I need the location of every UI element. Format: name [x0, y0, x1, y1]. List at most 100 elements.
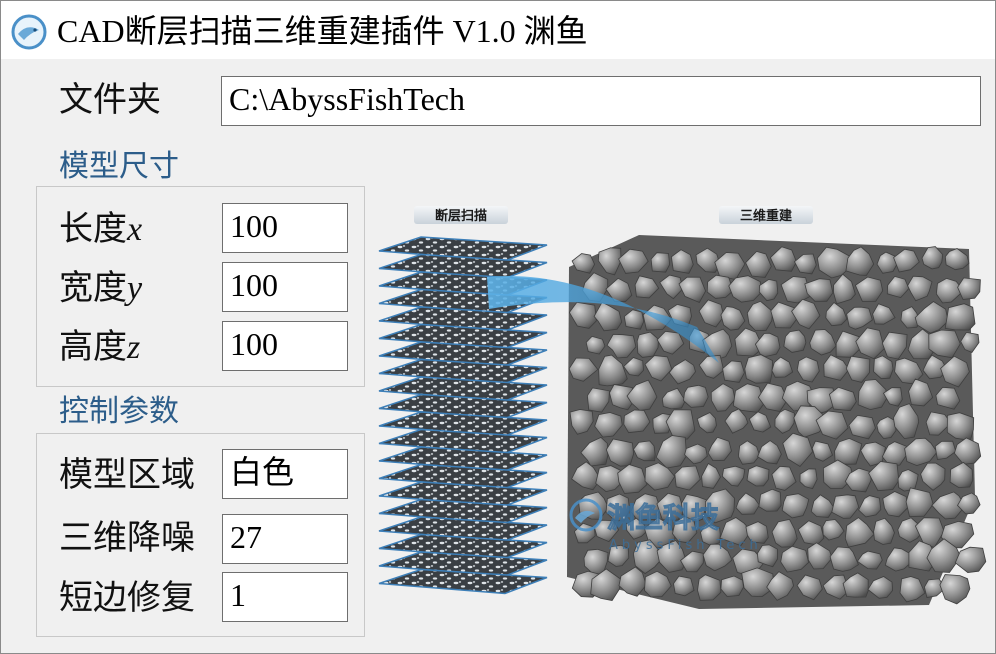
rock-particle [706, 274, 734, 299]
rock-particle [644, 355, 673, 382]
rock-particle [856, 550, 883, 570]
edge-fix-input[interactable]: 1 [222, 572, 348, 622]
rock-particle [679, 550, 704, 573]
rock-particle [754, 332, 781, 358]
ct-slice [378, 568, 548, 595]
rock-particle [934, 440, 957, 461]
region-select[interactable]: 白色 [222, 449, 348, 499]
rock-particle [571, 253, 596, 274]
rock-particle [900, 306, 921, 329]
height-input[interactable]: 100 [222, 321, 348, 371]
rock-particle [618, 566, 647, 597]
rock-particle [580, 436, 609, 467]
rock-particle [758, 488, 782, 512]
width-input[interactable]: 100 [222, 262, 348, 312]
rock-particle [944, 248, 970, 271]
rock-particle [908, 378, 934, 407]
rock-particle [684, 443, 708, 465]
rock-particle [598, 354, 628, 387]
rock-particle [617, 464, 648, 494]
rock-particle [597, 247, 622, 276]
denoise-label: 三维降噪 [59, 520, 195, 557]
rock-particle [623, 309, 645, 330]
rock-particle [935, 277, 965, 304]
rock-particle [882, 491, 909, 518]
control-params-groupbox [36, 433, 365, 637]
rock-particle [636, 331, 659, 358]
rock-particle [960, 331, 980, 353]
rock-particle [571, 461, 601, 491]
rock-particle [720, 306, 746, 331]
rock-particle [737, 440, 761, 465]
rock-particle [701, 462, 721, 489]
length-input[interactable]: 100 [222, 203, 348, 253]
fish-logo-icon [11, 14, 47, 50]
title-bar[interactable]: CAD断层扫描三维重建插件 V1.0 渊鱼 [1, 1, 995, 59]
rock-particle [868, 461, 900, 492]
rock-particle [846, 306, 873, 330]
rock-particle [769, 246, 797, 272]
height-label: 高度z [59, 329, 141, 366]
rock-particle [825, 301, 848, 327]
rock-particle [897, 517, 922, 543]
rock-particle [848, 414, 876, 440]
rock-particle [681, 493, 709, 524]
rock-particle [757, 440, 782, 465]
folder-path-input[interactable]: C:\AbyssFishTech [221, 76, 981, 126]
rock-particle [810, 494, 835, 518]
rock-particle [618, 248, 649, 274]
rock-particle [609, 384, 635, 411]
rock-particle [586, 387, 610, 413]
transform-arrow [487, 276, 719, 363]
rock-particle [593, 301, 623, 332]
rock-particle [678, 276, 707, 304]
rock-particle [698, 299, 725, 328]
rock-particle [796, 574, 823, 601]
rock-particle [815, 410, 849, 440]
control-params-group-title: 控制参数 [59, 395, 179, 428]
left-caption-text: 断层扫描 [435, 208, 487, 224]
rock-particle [707, 436, 732, 462]
rock-particle [816, 246, 854, 279]
rock-particle [605, 277, 633, 303]
rock-particle [766, 571, 795, 601]
rock-particle [735, 492, 760, 515]
rock-particle [722, 360, 745, 383]
rock-particle [623, 409, 651, 434]
rock-particle [828, 386, 857, 412]
rock-particle [920, 462, 946, 491]
rock-particle [756, 544, 778, 568]
rock-particle [704, 488, 735, 524]
rock-particle [886, 275, 910, 299]
rock-particle [683, 384, 709, 408]
rock-particle [634, 275, 660, 299]
rock-particle [804, 278, 834, 302]
rock-particle [655, 435, 688, 469]
rock-particle [661, 387, 686, 410]
rock-particle [873, 355, 894, 380]
rock-particle [668, 359, 696, 385]
denoise-input[interactable]: 27 [222, 514, 348, 564]
rock-particle [590, 568, 621, 602]
rock-particle [872, 303, 896, 325]
rock-particle [721, 465, 746, 487]
watermark: 渊鱼科技 AbyssFish Tech [569, 498, 758, 553]
rock-particle [944, 303, 976, 331]
rock-particle [720, 575, 745, 597]
rock-particle [595, 465, 626, 493]
width-label: 宽度y [59, 270, 143, 307]
rock-particle [842, 572, 869, 598]
watermark-main-text: 渊鱼科技 [607, 501, 719, 534]
left-caption: 断层扫描 [414, 206, 508, 224]
rock-particle [702, 543, 733, 572]
rock-particle [757, 382, 789, 412]
rock-particle [744, 354, 774, 384]
rock-particle [644, 462, 676, 491]
rock-particle [884, 547, 913, 572]
rock-particle [670, 249, 694, 274]
rock-particle [659, 274, 684, 300]
rock-particle [845, 355, 871, 383]
rock-particle [844, 467, 872, 493]
region-label: 模型区域 [59, 457, 195, 494]
